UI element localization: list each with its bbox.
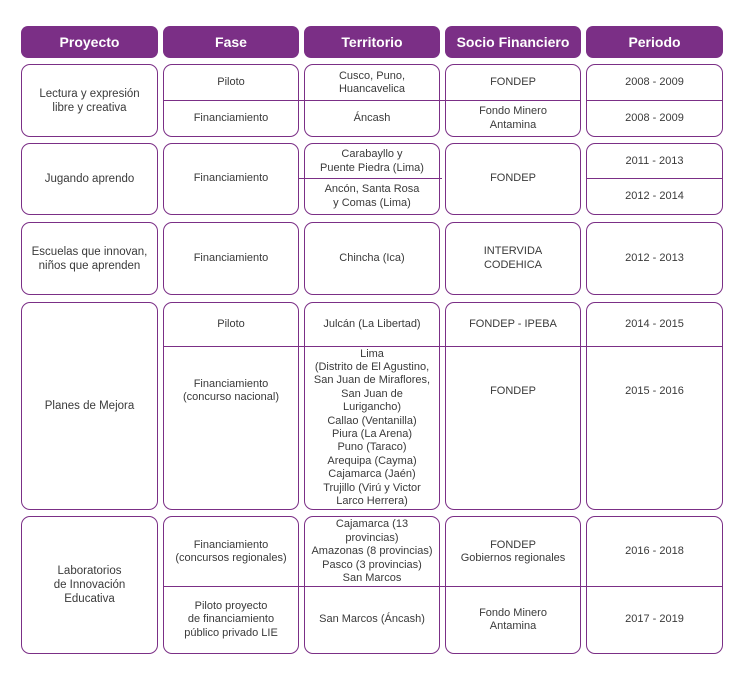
row-4-periodo-1: 2014 - 2015: [625, 318, 684, 331]
row-2-proyecto: Jugando aprendo: [44, 173, 135, 185]
row-5-proyecto-box: Laboratorios de Innovación Educativa: [21, 516, 158, 654]
row-4-periodo-box: 2014 - 2015 2015 - 2016: [586, 302, 723, 510]
row-2-territorio-divider: [299, 178, 442, 179]
row-1-periodo-1: 2008 - 2009: [625, 76, 684, 89]
row-4-divider: [163, 346, 723, 347]
row-5-periodo-1: 2016 - 2018: [625, 545, 684, 558]
row-1-socio-2: Fondo Minero Antamina: [479, 105, 547, 131]
row-4-territorio-box: Julcán (La Libertad) Lima (Distrito de E…: [304, 302, 440, 510]
row-1-fase-2: Financiamiento: [193, 111, 269, 124]
row-5-proyecto: Laboratorios de Innovación Educativa: [53, 565, 126, 605]
row-1-periodo-divider: [586, 100, 723, 101]
row-4-territorio-1: Julcán (La Libertad): [323, 318, 421, 331]
row-5-socio-box: FONDEP Gobiernos regionales Fondo Minero…: [445, 516, 581, 654]
row-5-socio-1: FONDEP Gobiernos regionales: [460, 538, 566, 564]
row-2-periodo-2: 2012 - 2014: [625, 189, 684, 202]
row-3-proyecto-box: Escuelas que innovan, niños que aprenden: [21, 222, 158, 295]
row-1-territorio-2: Áncash: [353, 111, 391, 124]
header-proyecto: Proyecto: [21, 26, 158, 58]
row-5-fase-2: Piloto proyecto de financiamiento públic…: [184, 599, 278, 639]
row-2-fase-1: Financiamiento: [193, 172, 269, 185]
header-fase: Fase: [163, 26, 299, 58]
row-5-fase-1: Financiamiento (concursos regionales): [175, 538, 287, 564]
row-2-territorio-box: Carabayllo y Puente Piedra (Lima) Ancón,…: [304, 143, 440, 215]
row-1-fase-1: Piloto: [217, 76, 245, 89]
row-5-socio-2: Fondo Minero Antamina: [479, 606, 547, 632]
row-5-territorio-2: San Marcos (Áncash): [319, 613, 425, 626]
row-5-periodo-box: 2016 - 2018 2017 - 2019: [586, 516, 723, 654]
row-3-territorio-box: Chincha (Ica): [304, 222, 440, 295]
row-4-fase-1: Piloto: [217, 318, 245, 331]
row-3-territorio-1: Chincha (Ica): [339, 251, 405, 264]
row-5-periodo-2: 2017 - 2019: [625, 613, 684, 626]
row-1-proyecto-box: Lectura y expresión libre y creativa: [21, 64, 158, 137]
row-5-fase-box: Financiamiento (concursos regionales) Pi…: [163, 516, 299, 654]
header-periodo: Periodo: [586, 26, 723, 58]
row-4-socio-box: FONDEP - IPEBA FONDEP: [445, 302, 581, 510]
row-3-proyecto: Escuelas que innovan, niños que aprenden: [31, 245, 148, 272]
row-1-proyecto: Lectura y expresión libre y creativa: [39, 87, 140, 114]
row-4-fase-box: Piloto Financiamiento (concurso nacional…: [163, 302, 299, 510]
row-4-fase-2: Financiamiento (concurso nacional): [183, 377, 279, 403]
row-2-periodo-divider: [586, 178, 723, 179]
row-5-divider: [163, 586, 723, 587]
row-2-proyecto-box: Jugando aprendo: [21, 143, 158, 215]
row-3-fase-1: Financiamiento: [193, 251, 269, 264]
row-1-territorio-1: Cusco, Puno, Huancavelica: [338, 69, 406, 95]
row-4-proyecto: Planes de Mejora: [44, 400, 135, 412]
row-3-periodo-box: 2012 - 2013: [586, 222, 723, 295]
row-1-socio-1: FONDEP: [490, 76, 536, 89]
row-2-territorio-1: Carabayllo y Puente Piedra (Lima): [320, 148, 424, 174]
row-3-socio-box: INTERVIDA CODEHICA: [445, 222, 581, 295]
row-5-territorio-box: Cajamarca (13 provincias) Amazonas (8 pr…: [304, 516, 440, 654]
header-socio-financiero: Socio Financiero: [445, 26, 581, 58]
row-4-socio-1: FONDEP - IPEBA: [469, 318, 557, 331]
row-1-periodo-2: 2008 - 2009: [625, 111, 684, 124]
row-2-periodo-box: 2011 - 2013 2012 - 2014: [586, 143, 723, 215]
row-4-socio-2: FONDEP: [490, 385, 536, 398]
row-2-socio-box: FONDEP: [445, 143, 581, 215]
row-3-fase-box: Financiamiento: [163, 222, 299, 295]
row-3-socio-1: INTERVIDA CODEHICA: [483, 245, 543, 271]
row-1-divider: [163, 100, 581, 101]
row-4-territorio-2: Lima (Distrito de El Agustino, San Juan …: [313, 347, 431, 508]
row-4-periodo-2: 2015 - 2016: [625, 385, 684, 398]
row-4-proyecto-box: Planes de Mejora: [21, 302, 158, 510]
header-territorio: Territorio: [304, 26, 440, 58]
row-2-periodo-1: 2011 - 2013: [625, 154, 684, 167]
row-2-territorio-2: Ancón, Santa Rosa y Comas (Lima): [324, 183, 420, 209]
row-3-periodo-1: 2012 - 2013: [625, 251, 684, 264]
row-5-territorio-1: Cajamarca (13 provincias) Amazonas (8 pr…: [311, 518, 433, 585]
row-2-fase-box: Financiamiento: [163, 143, 299, 215]
row-2-socio-1: FONDEP: [490, 172, 536, 185]
